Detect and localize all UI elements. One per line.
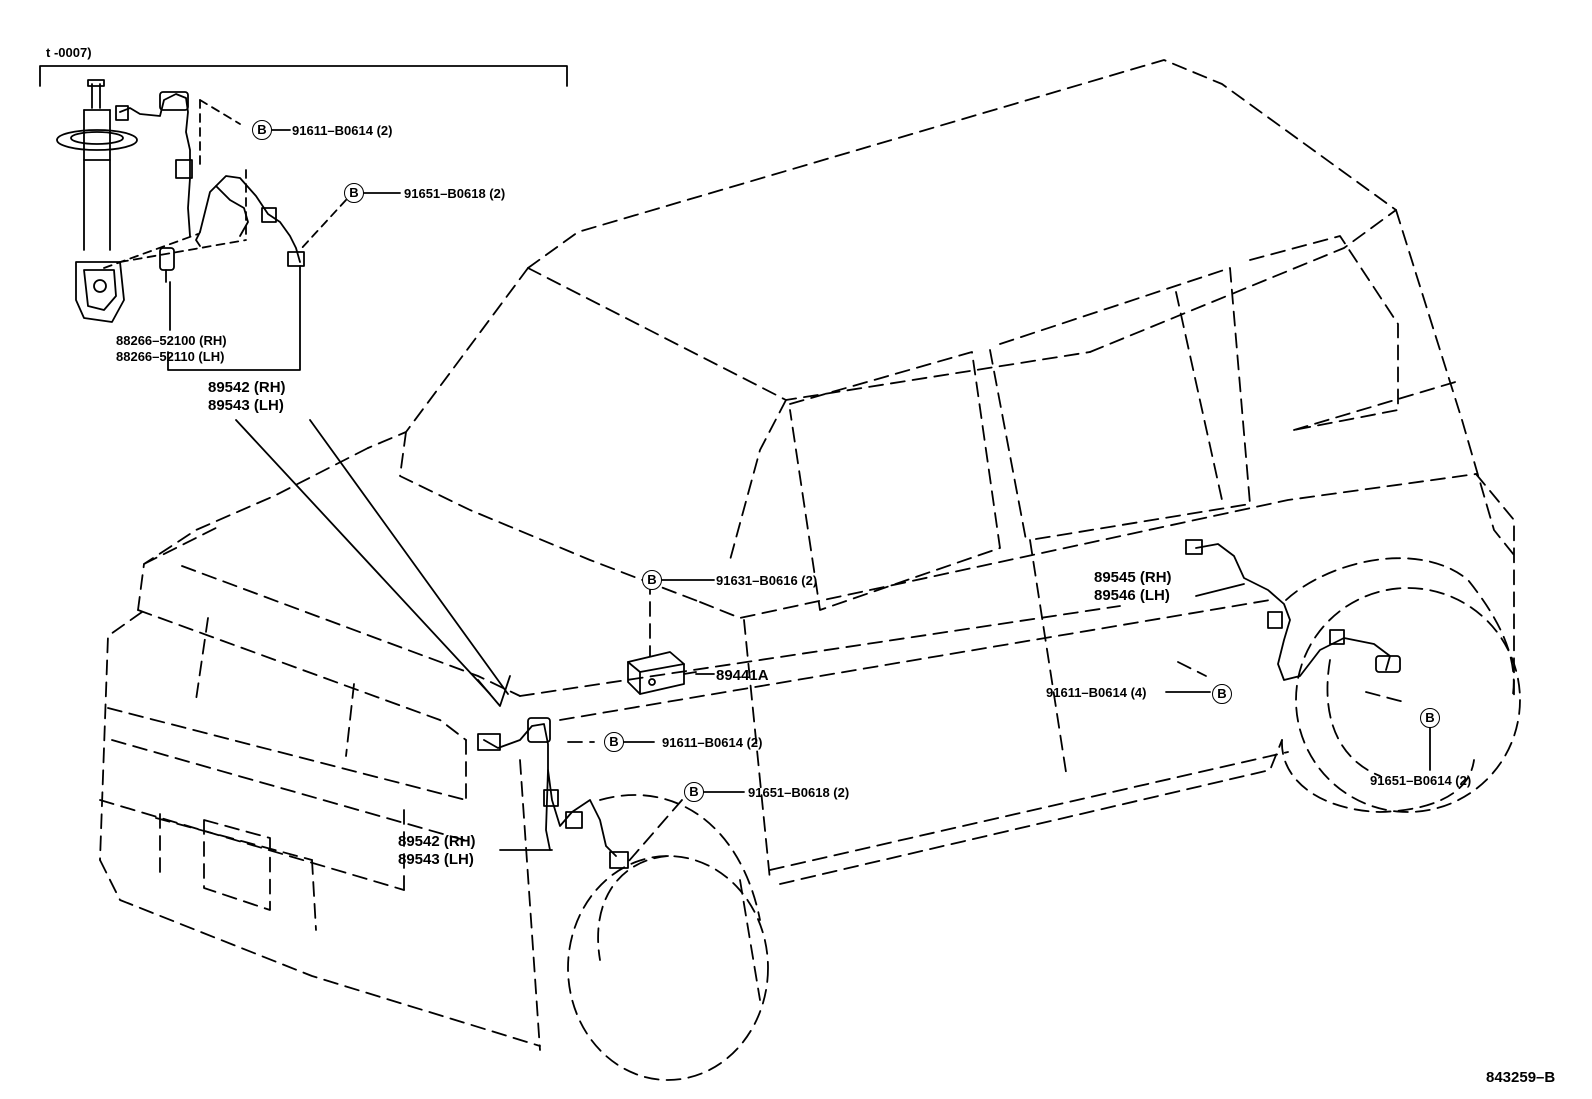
part-number-label: 91611–B0614 (2) bbox=[292, 123, 393, 138]
inset-strut-assembly bbox=[56, 79, 138, 323]
inset-wire-upper bbox=[115, 91, 193, 237]
part-number-label: 91651–B0618 (2) bbox=[748, 785, 850, 800]
part-number-label: 89441A bbox=[716, 667, 769, 684]
part-number-label: 89546 (LH) bbox=[1094, 587, 1170, 604]
part-number-label: 89543 (LH) bbox=[208, 397, 284, 414]
inset-guide-lines bbox=[103, 99, 347, 269]
pointer-lines bbox=[235, 419, 511, 707]
part-number-label: 89545 (RH) bbox=[1094, 569, 1172, 586]
front-sensor-wire bbox=[477, 717, 629, 869]
yaw-rate-sensor bbox=[627, 651, 697, 695]
diagram-code: 843259–B bbox=[1486, 1069, 1556, 1086]
vehicle-outline bbox=[99, 59, 1521, 1081]
part-number-label: 91631–B0616 (2) bbox=[716, 573, 818, 588]
bolt-b-symbol: B bbox=[642, 570, 662, 590]
part-number-label: 91611–B0614 (2) bbox=[662, 735, 763, 750]
part-number-label: 91611–B0614 (4) bbox=[1046, 685, 1147, 700]
part-number-label: 91651–B0614 (2) bbox=[1370, 773, 1472, 788]
rear-sensor-wire bbox=[1185, 539, 1401, 681]
bolt-b-symbol: B bbox=[684, 782, 704, 802]
part-number-label: 89542 (RH) bbox=[398, 833, 476, 850]
inset-bracket bbox=[39, 65, 568, 87]
bolt-b-symbol: B bbox=[252, 120, 272, 140]
bolt-b-symbol: B bbox=[1420, 708, 1440, 728]
bolt-b-symbol: B bbox=[604, 732, 624, 752]
inset-wire-lower bbox=[195, 175, 305, 267]
range-code: t -0007) bbox=[46, 45, 92, 60]
part-number-label: 89542 (RH) bbox=[208, 379, 286, 396]
inset-abs-rotor bbox=[159, 247, 175, 283]
part-number-label: 88266–52100 (RH) bbox=[116, 333, 227, 348]
part-number-label: 91651–B0618 (2) bbox=[404, 186, 506, 201]
bolt-b-symbol: B bbox=[344, 183, 364, 203]
part-number-label: 88266–52110 (LH) bbox=[116, 349, 225, 364]
inset-leaders bbox=[167, 129, 401, 371]
part-number-label: 89543 (LH) bbox=[398, 851, 474, 868]
bolt-b-symbol: B bbox=[1212, 684, 1232, 704]
